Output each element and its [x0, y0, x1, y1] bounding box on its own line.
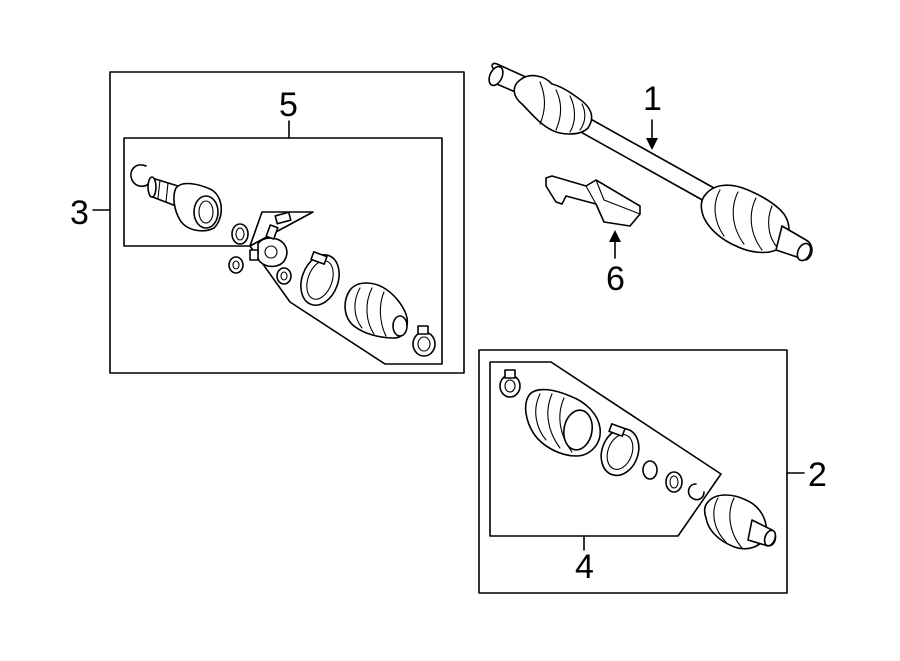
callout-6: 6: [606, 260, 625, 298]
heat-shield-bracket: [545, 175, 641, 227]
subkit-outline-4: [489, 361, 722, 537]
box-outer-joint-kit: [478, 349, 788, 594]
axle-shaft-assembly: [488, 62, 813, 262]
callout-1: 1: [643, 80, 662, 118]
subkit-outline-5: [123, 137, 443, 365]
callout-4: 4: [575, 548, 594, 586]
inner-joint-parts: [130, 164, 436, 357]
callout-5: 5: [279, 86, 298, 124]
box-inner-joint-kit: [109, 71, 465, 374]
callout-3: 3: [70, 194, 89, 232]
leader-lines: [92, 119, 805, 551]
outer-joint-parts: [499, 369, 777, 550]
snap-ring: [130, 164, 151, 188]
callout-2: 2: [808, 456, 827, 494]
